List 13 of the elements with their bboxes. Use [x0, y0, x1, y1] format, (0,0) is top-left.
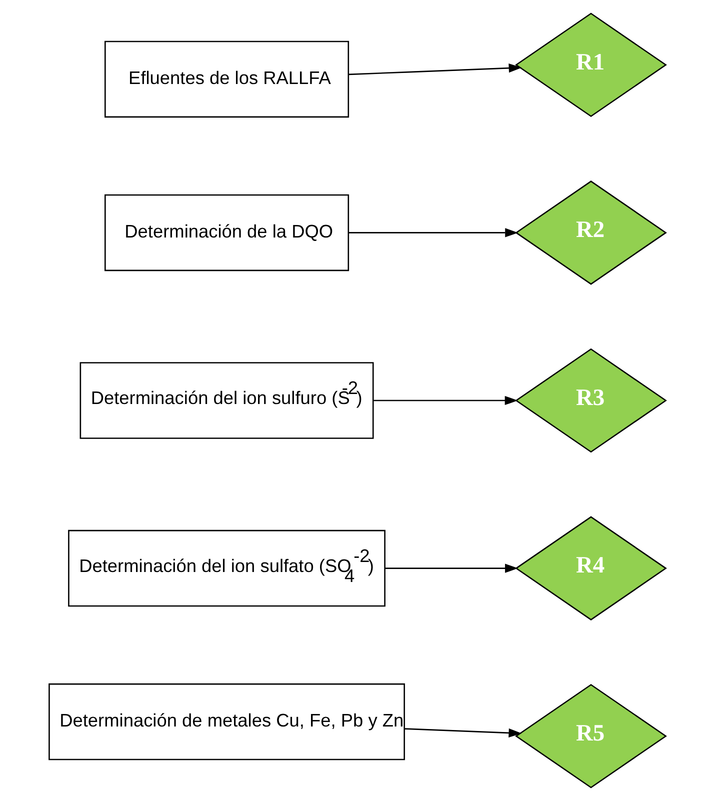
node-diamond: R5 [515, 684, 667, 788]
node-diamond: R4 [515, 516, 667, 620]
node-box: Determinación de metales Cu, Fe, Pb y Zn [48, 683, 405, 760]
arrow [385, 564, 518, 573]
node-diamond: R1 [515, 12, 667, 118]
node-diamond: R2 [515, 180, 667, 285]
node-diamond: R3 [515, 348, 667, 453]
arrow [348, 64, 522, 76]
arrow [374, 396, 518, 406]
node-box: Determinación de la DQO [104, 194, 350, 272]
arrow [404, 728, 522, 738]
node-box: Efluentes de los RALLFA [104, 40, 350, 118]
arrow [348, 228, 518, 238]
